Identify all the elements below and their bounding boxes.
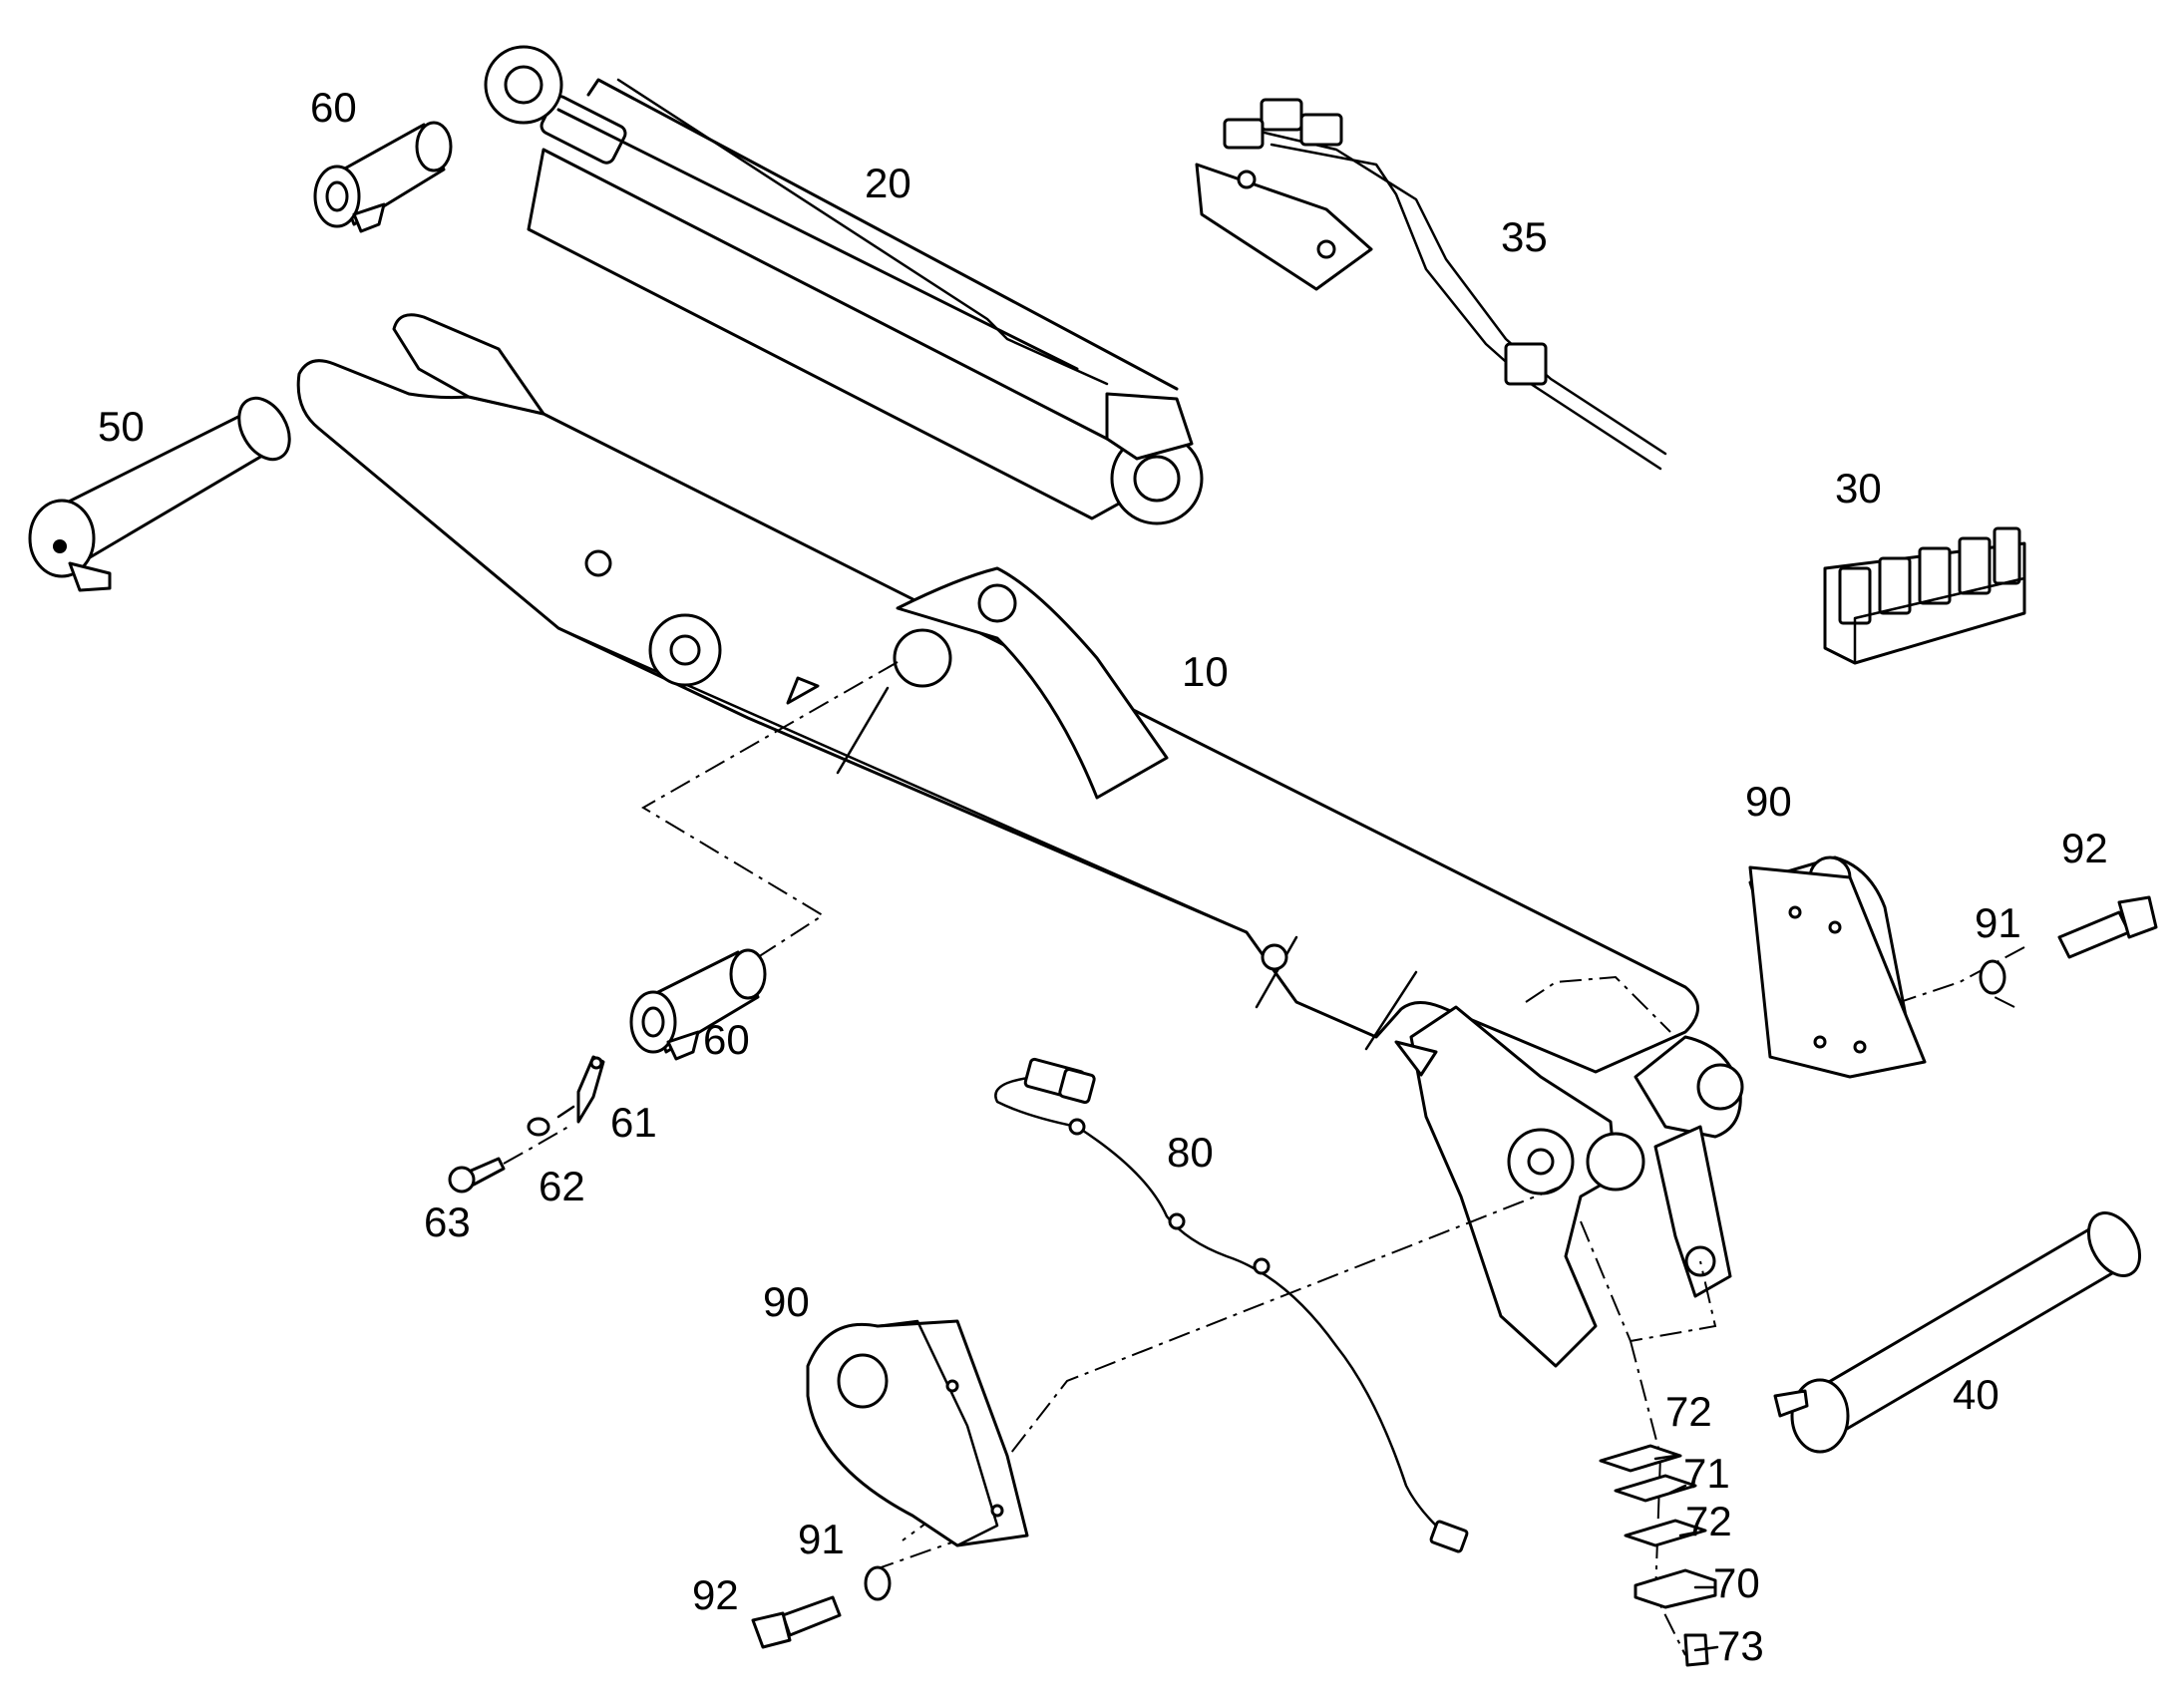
assembly-lines [641,661,2025,1656]
boom-part-10 [296,313,1744,1368]
bolt-washer-right [1979,895,2158,995]
callout-labels: 60 20 35 50 30 10 90 92 91 60 61 80 62 6… [98,84,2108,1669]
callout-70: 70 [1713,1559,1760,1606]
harness-part-80 [994,1057,1469,1553]
block-part-30 [1823,526,2026,665]
callout-30: 30 [1835,465,1882,512]
bracket-part-35 [1195,98,1667,471]
callout-10: 10 [1182,648,1229,695]
callout-73: 73 [1717,1622,1764,1669]
callout-92-right: 92 [2061,825,2108,871]
bolt-washer-bottom [751,1565,892,1649]
callout-90-right: 90 [1745,778,1792,825]
pin-part-50 [28,396,291,592]
bushing-part-60-middle [629,948,767,1061]
callout-20: 20 [865,160,911,206]
cylinder-part-20 [484,45,1204,525]
mount-part-90-right [1748,855,1927,1079]
callout-72-bottom: 72 [1685,1498,1732,1544]
callout-90-bottom: 90 [763,1278,810,1325]
callout-60-top: 60 [310,84,357,131]
bushing-part-60-top [313,121,453,233]
callout-71: 71 [1683,1450,1730,1497]
callout-leaders [556,1105,1719,1652]
callout-61: 61 [610,1099,657,1146]
callout-80: 80 [1167,1129,1214,1176]
pin-part-40 [1773,1211,2142,1454]
callout-40: 40 [1953,1371,1999,1418]
callout-72-top: 72 [1665,1388,1712,1435]
callout-35: 35 [1501,213,1548,260]
callout-63: 63 [424,1198,471,1245]
callout-91-bottom: 91 [798,1516,845,1562]
mount-part-90-bottom [806,1319,1029,1547]
callout-50: 50 [98,403,145,450]
callout-60-middle: 60 [703,1016,750,1063]
shims-parts-70-73 [1599,1444,1717,1667]
callout-91-right: 91 [1975,899,2021,946]
callout-62: 62 [539,1163,585,1209]
callout-92-bottom: 92 [692,1571,739,1618]
small-parts-61-62-63 [448,1055,605,1194]
